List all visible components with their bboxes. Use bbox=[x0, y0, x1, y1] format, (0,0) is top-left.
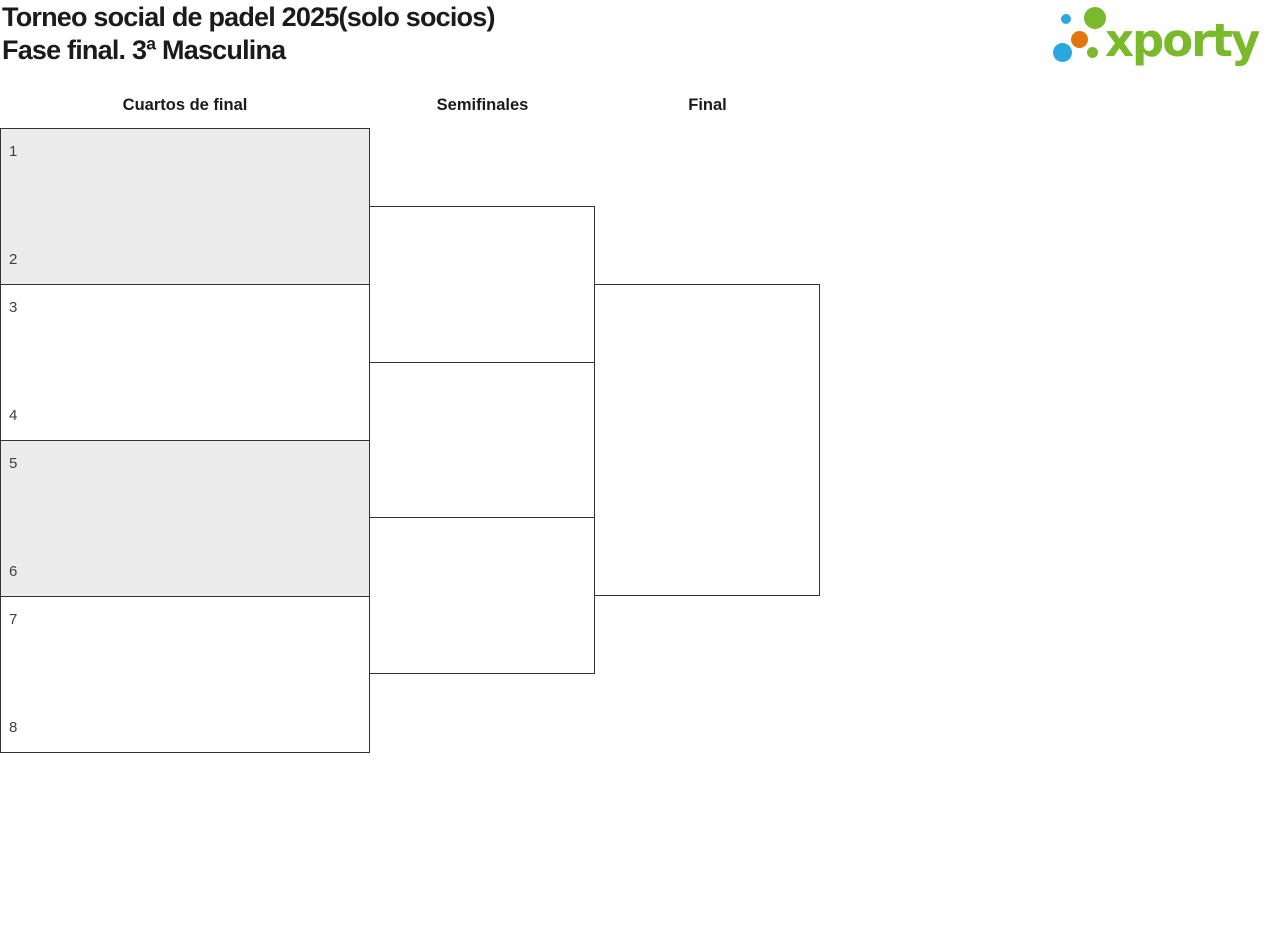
match-quarterfinal-2[interactable]: 3 4 bbox=[0, 284, 370, 441]
seed-number: 5 bbox=[9, 455, 18, 472]
match-semifinal-1[interactable] bbox=[369, 206, 595, 363]
phase-subtitle: Fase final. 3ª Masculina bbox=[2, 35, 286, 65]
seed-number: 2 bbox=[9, 251, 18, 268]
logo-dot-green-small-icon bbox=[1087, 47, 1098, 58]
match-quarterfinal-3[interactable]: 5 6 bbox=[0, 440, 370, 597]
logo-dot-orange-icon bbox=[1071, 31, 1088, 48]
seed-number: 7 bbox=[9, 611, 18, 628]
seed-number: 1 bbox=[9, 143, 18, 160]
logo-dot-blue-small-icon bbox=[1061, 14, 1071, 24]
page-title: Torneo social de padel 2025(solo socios)… bbox=[2, 1, 495, 67]
xporty-wordmark: xporty bbox=[1105, 14, 1260, 67]
xporty-dots-icon bbox=[1052, 5, 1106, 63]
logo-dot-green-large-icon bbox=[1084, 7, 1106, 29]
seed-number: 8 bbox=[9, 719, 18, 736]
seed-number: 6 bbox=[9, 563, 18, 580]
match-quarterfinal-4[interactable]: 7 8 bbox=[0, 596, 370, 753]
match-semifinal-2[interactable] bbox=[369, 517, 595, 674]
tournament-title: Torneo social de padel 2025(solo socios) bbox=[2, 2, 495, 32]
xporty-logo[interactable]: xporty bbox=[1052, 5, 1280, 75]
seed-number: 3 bbox=[9, 299, 18, 316]
round-header-final: Final bbox=[688, 96, 727, 114]
round-header-cuartos-de-final: Cuartos de final bbox=[122, 96, 248, 114]
match-quarterfinal-1[interactable]: 1 2 bbox=[0, 128, 370, 285]
match-final[interactable] bbox=[594, 284, 820, 596]
round-header-semifinales: Semifinales bbox=[436, 96, 529, 114]
seed-number: 4 bbox=[9, 407, 18, 424]
logo-dot-blue-large-icon bbox=[1053, 43, 1072, 62]
